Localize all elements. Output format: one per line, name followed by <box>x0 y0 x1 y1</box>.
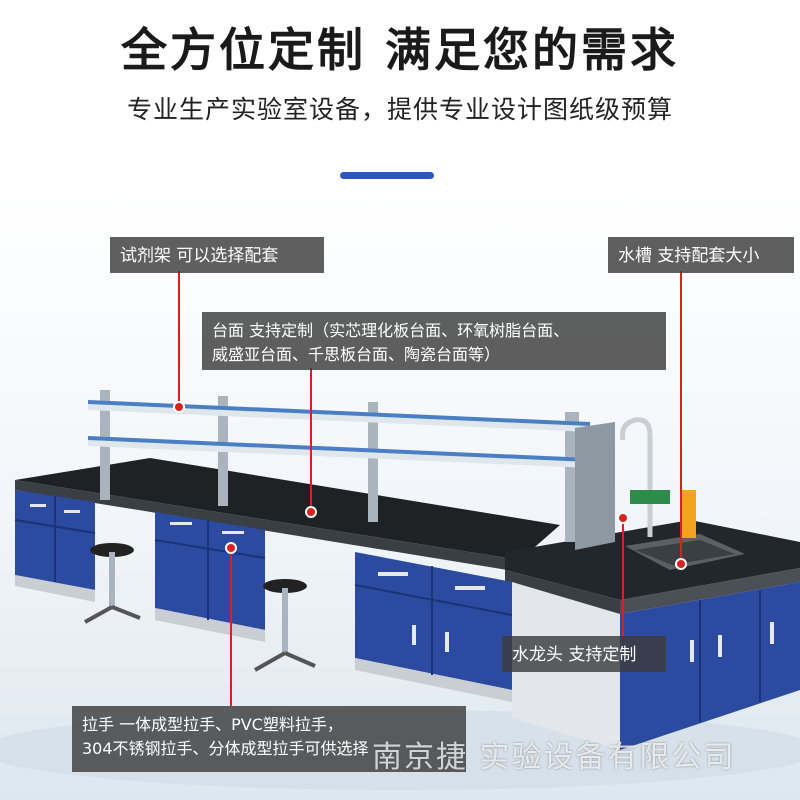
company-watermark: 南京捷 实验设备有限公司 <box>372 740 736 775</box>
marker-faucet <box>617 512 629 524</box>
callout-faucet-text: 水龙头 支持定制 <box>512 645 637 665</box>
accent-divider <box>340 172 434 179</box>
callout-countertop-line2: 威盛亚台面、千思板台面、陶瓷台面等） <box>212 345 501 364</box>
callout-handles: 拉手 一体成型拉手、PVC塑料拉手， 304不锈钢拉手、分体成型拉手可供选择 <box>72 706 466 772</box>
leader-handles <box>230 550 232 706</box>
marker-sink <box>675 558 687 570</box>
marker-reagent-rack <box>173 401 185 413</box>
callout-countertop-line1: 台面 支持定制（实芯理化板台面、环氧树脂台面、 <box>212 321 570 340</box>
callout-reagent-rack: 试剂架 可以选择配套 <box>110 237 324 273</box>
callout-reagent-rack-text: 试剂架 可以选择配套 <box>120 246 279 266</box>
leader-faucet <box>622 520 624 638</box>
callout-handles-line1: 拉手 一体成型拉手、PVC塑料拉手， <box>82 715 343 734</box>
leader-countertop <box>310 368 312 508</box>
callout-handles-line2: 304不锈钢拉手、分体成型拉手可供选择 <box>82 739 369 758</box>
lab-bench-illustration <box>0 190 800 800</box>
callout-sink: 水槽 支持配套大小 <box>608 237 794 273</box>
marker-countertop <box>305 506 317 518</box>
leader-sink <box>680 271 682 561</box>
lab-bench-drawing <box>0 390 800 790</box>
page-subtitle: 专业生产实验室设备，提供专业设计图纸级预算 <box>126 95 673 124</box>
callout-countertop: 台面 支持定制（实芯理化板台面、环氧树脂台面、 威盛亚台面、千思板台面、陶瓷台面… <box>202 312 666 370</box>
callout-faucet: 水龙头 支持定制 <box>502 636 666 672</box>
page-title: 全方位定制 满足您的需求 <box>120 23 679 77</box>
callout-sink-text: 水槽 支持配套大小 <box>618 246 760 266</box>
leader-reagent-rack <box>178 271 180 407</box>
marker-handles <box>225 542 237 554</box>
